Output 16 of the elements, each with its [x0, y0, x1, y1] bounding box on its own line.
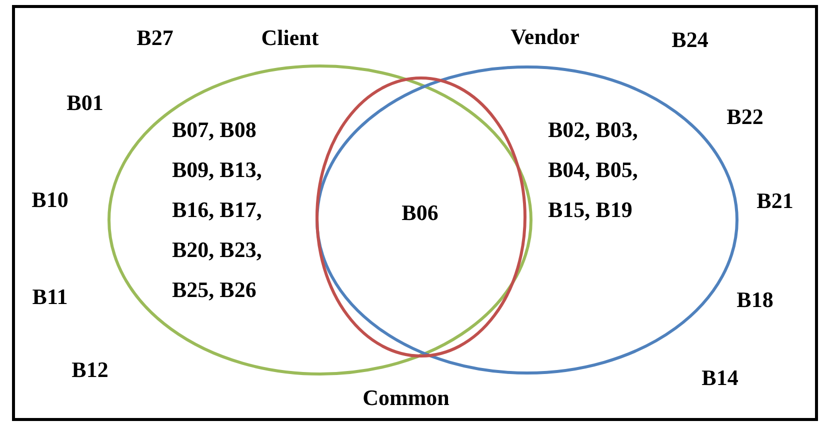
item-label: B01 [66, 90, 104, 116]
item-label: B14 [702, 365, 738, 391]
item-label: B22 [726, 104, 764, 130]
item-label: B21 [756, 188, 794, 214]
item-label: B12 [72, 357, 108, 383]
set-label: Vendor [510, 24, 580, 50]
item-label: B27 [136, 25, 174, 51]
set-items-text: B07, B08 B09, B13, B16, B17, B20, B23, B25, B26 [172, 116, 263, 304]
item-label: B10 [32, 187, 68, 213]
set-label: Client [261, 25, 319, 51]
set-items-text: B02, B03, B04, B05, B15, B19 [548, 116, 639, 224]
item-label: B11 [32, 284, 68, 310]
set-label: Common [362, 385, 450, 411]
set-items-text: B06 [402, 200, 438, 226]
item-label: B24 [672, 27, 708, 53]
item-label: B18 [736, 287, 774, 313]
